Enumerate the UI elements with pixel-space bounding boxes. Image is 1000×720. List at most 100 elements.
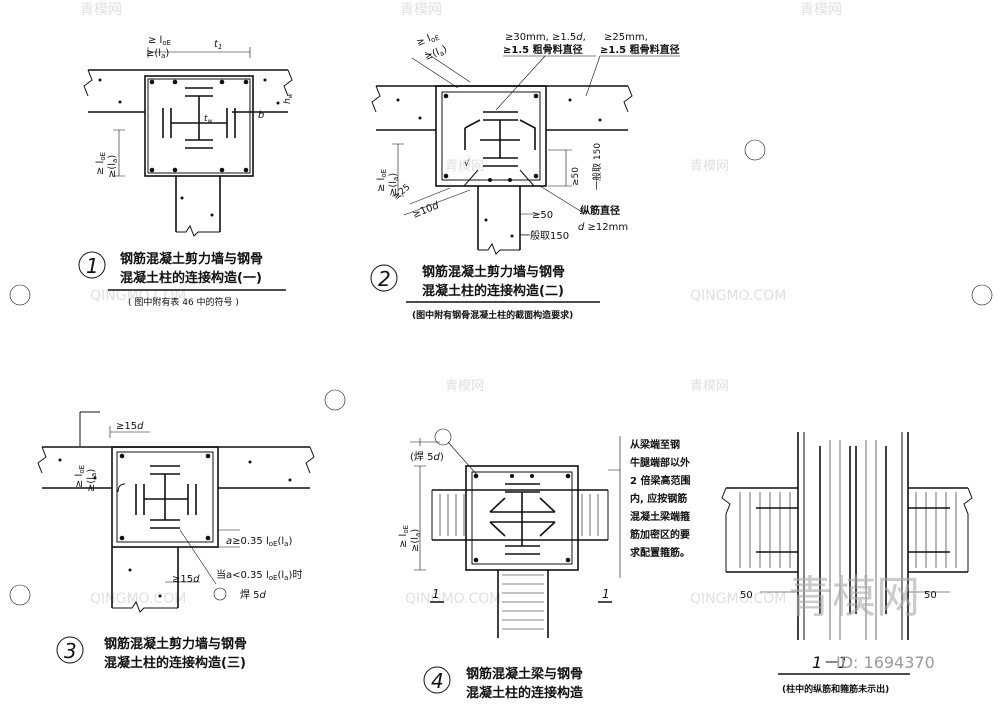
svg-text:内, 应按钢筋: 内, 应按钢筋 — [630, 492, 687, 505]
note-2-line2: ≥1.5 粗骨料直径 — [600, 43, 680, 56]
detail-number-circle — [78, 251, 106, 279]
note-1-line2: ≥1.5 粗骨料直径 — [503, 43, 583, 56]
break-line — [176, 224, 220, 237]
dim-ge50-b: ≥50 — [532, 210, 553, 221]
detail-title-line2: 混凝土柱的连接构造(二) — [422, 283, 564, 299]
detail-note: ( 图中附有表 46 中的符号 ) — [128, 296, 239, 308]
stirrup — [147, 78, 251, 174]
dim-left — [113, 129, 125, 177]
dim-left-b: ≥(la) — [107, 155, 119, 178]
watermark-id: ID: 1694370 — [836, 653, 935, 672]
steel-section — [489, 483, 556, 555]
dim-top-slope — [411, 51, 471, 89]
watermark-brand: 青模网 — [400, 2, 442, 18]
detail-title-line1: 钢筋混凝土剪力墙与钢骨 — [120, 251, 263, 267]
column-outline — [465, 465, 579, 571]
section-title: 1－1 — [812, 653, 848, 672]
lower-beam-outline — [497, 570, 549, 638]
rebar-leader — [539, 185, 583, 213]
watermark-brand: 青模网 — [445, 379, 484, 394]
steel-section-vertical — [483, 111, 518, 167]
detail-1: ≥ loE ≥(la) t1 tw hw b ≥ loE ≥(la) 1 钢筋混… — [78, 35, 294, 308]
dim-left-b: ≥(la) — [86, 469, 98, 492]
watermark-brand: 青模网 — [690, 159, 729, 174]
watermark-stamp — [744, 139, 766, 161]
when-leader — [179, 529, 217, 585]
stirrup — [471, 471, 573, 565]
dim-left-b: ≥(la) — [388, 173, 400, 196]
steel-section-vertical — [185, 87, 213, 149]
detail-title-line1: 钢筋混凝土剪力墙与钢骨 — [104, 636, 247, 652]
dim-ge50-a: ≥50 — [571, 167, 581, 186]
steel-section-horizontal — [135, 484, 197, 515]
dim-tw: tw — [204, 114, 213, 125]
column-rebar — [803, 432, 903, 640]
watermark-brand-latin: QINGMO.COM — [90, 591, 186, 607]
dim-left-50: 50 — [740, 590, 753, 601]
steel-section-horizontal — [464, 119, 536, 150]
stirrup-grid — [439, 494, 599, 630]
stirrup — [116, 451, 214, 543]
dim-10d-line — [403, 187, 471, 216]
dim-left-a: ≥ loE — [376, 169, 388, 192]
detail-number: 3 — [64, 639, 77, 663]
beam-end — [431, 490, 609, 540]
dim-10d: ≥10d — [411, 200, 441, 221]
dim-v-label: √ — [464, 158, 470, 169]
section-cut-right: 1 — [602, 587, 610, 601]
beam-outline — [726, 487, 968, 573]
dim-hw: hw — [283, 93, 294, 104]
svg-text:求配置箍筋。: 求配置箍筋。 — [630, 546, 690, 559]
wall-outline — [376, 85, 628, 131]
detail-number: 1 — [86, 254, 99, 278]
break-line — [721, 487, 973, 572]
dim-top-15d — [109, 426, 150, 438]
detail-title-line1: 钢筋混凝土梁与钢骨 — [466, 666, 583, 682]
beam-outline — [432, 489, 608, 541]
weld-circle — [434, 428, 452, 446]
dim-side-150: 一般取 150 — [591, 143, 603, 190]
callout-text: 从梁端至钢 牛腿端部以外 2 倍梁高范围 内, 应按钢筋 混凝土梁端箍 筋加密区… — [629, 438, 690, 559]
dim-bot-15d-text: ≥15d — [172, 574, 200, 585]
dim-left-b: ≥(la) — [410, 529, 422, 552]
detail-2: ≥ loE ≥(la) ≥30mm, ≥1.5d, ≥1.5 粗骨料直径 ≥25… — [370, 30, 680, 321]
note-2-leader — [585, 55, 680, 97]
dim-left — [392, 143, 404, 197]
detail-number: 2 — [378, 267, 391, 291]
watermark-brand: 青模网 — [690, 379, 729, 394]
dim-top-a: ≥ loE — [415, 30, 441, 50]
hook-rebar — [79, 411, 126, 493]
watermark-brand: 青模网 — [445, 159, 484, 174]
detail-4: (焊 5d) ≥ loE ≥(la) 1 1 从梁端至钢 牛腿端部以外 2 倍梁… — [398, 428, 690, 701]
detail-number-circle — [370, 264, 398, 292]
steel-section-vertical — [150, 465, 180, 529]
detail-note: (图中附有钢骨混凝土柱的截面构造要求) — [412, 309, 573, 321]
section-1-1: 50 50 1－1 (柱中的纵筋和箍筋未示出) — [721, 432, 973, 695]
detail-title-line1: 钢筋混凝土剪力墙与钢骨 — [422, 264, 565, 280]
rebar-dots — [396, 93, 602, 238]
steel-column — [819, 446, 887, 614]
watermark-brand-latin: QINGMO.COM — [690, 288, 786, 304]
rebar-dots — [58, 453, 292, 598]
note-1-leader — [495, 55, 596, 111]
dim-top — [147, 47, 251, 58]
detail-number-circle — [56, 636, 84, 664]
watermark-brand: 青模网 — [80, 2, 122, 18]
weld-symbol — [213, 587, 227, 601]
break-line — [478, 242, 520, 255]
break-line — [37, 446, 315, 474]
note-2-line1: ≥25mm, — [604, 32, 648, 43]
detail-number: 4 — [431, 669, 444, 693]
dim-top-15d-text: ≥15d — [116, 421, 144, 432]
haunch-rebar — [463, 169, 535, 187]
dim-bot-150: 一般取150 — [520, 229, 569, 242]
detail-3: ≥15d ≥ loE ≥(la) a≥0.35 loE(la) ≥15d 当a<… — [37, 411, 315, 671]
weld-text: (焊 5d) — [410, 451, 444, 463]
svg-text:牛腿端部以外: 牛腿端部以外 — [630, 456, 690, 469]
stirrup-lines — [829, 440, 877, 640]
break-line — [371, 85, 633, 113]
dim-left-a: ≥ loE — [95, 152, 107, 175]
watermark-stamp — [324, 389, 346, 411]
dim-top-b: ≥(la) — [146, 48, 169, 60]
steel-brackets — [756, 507, 950, 553]
